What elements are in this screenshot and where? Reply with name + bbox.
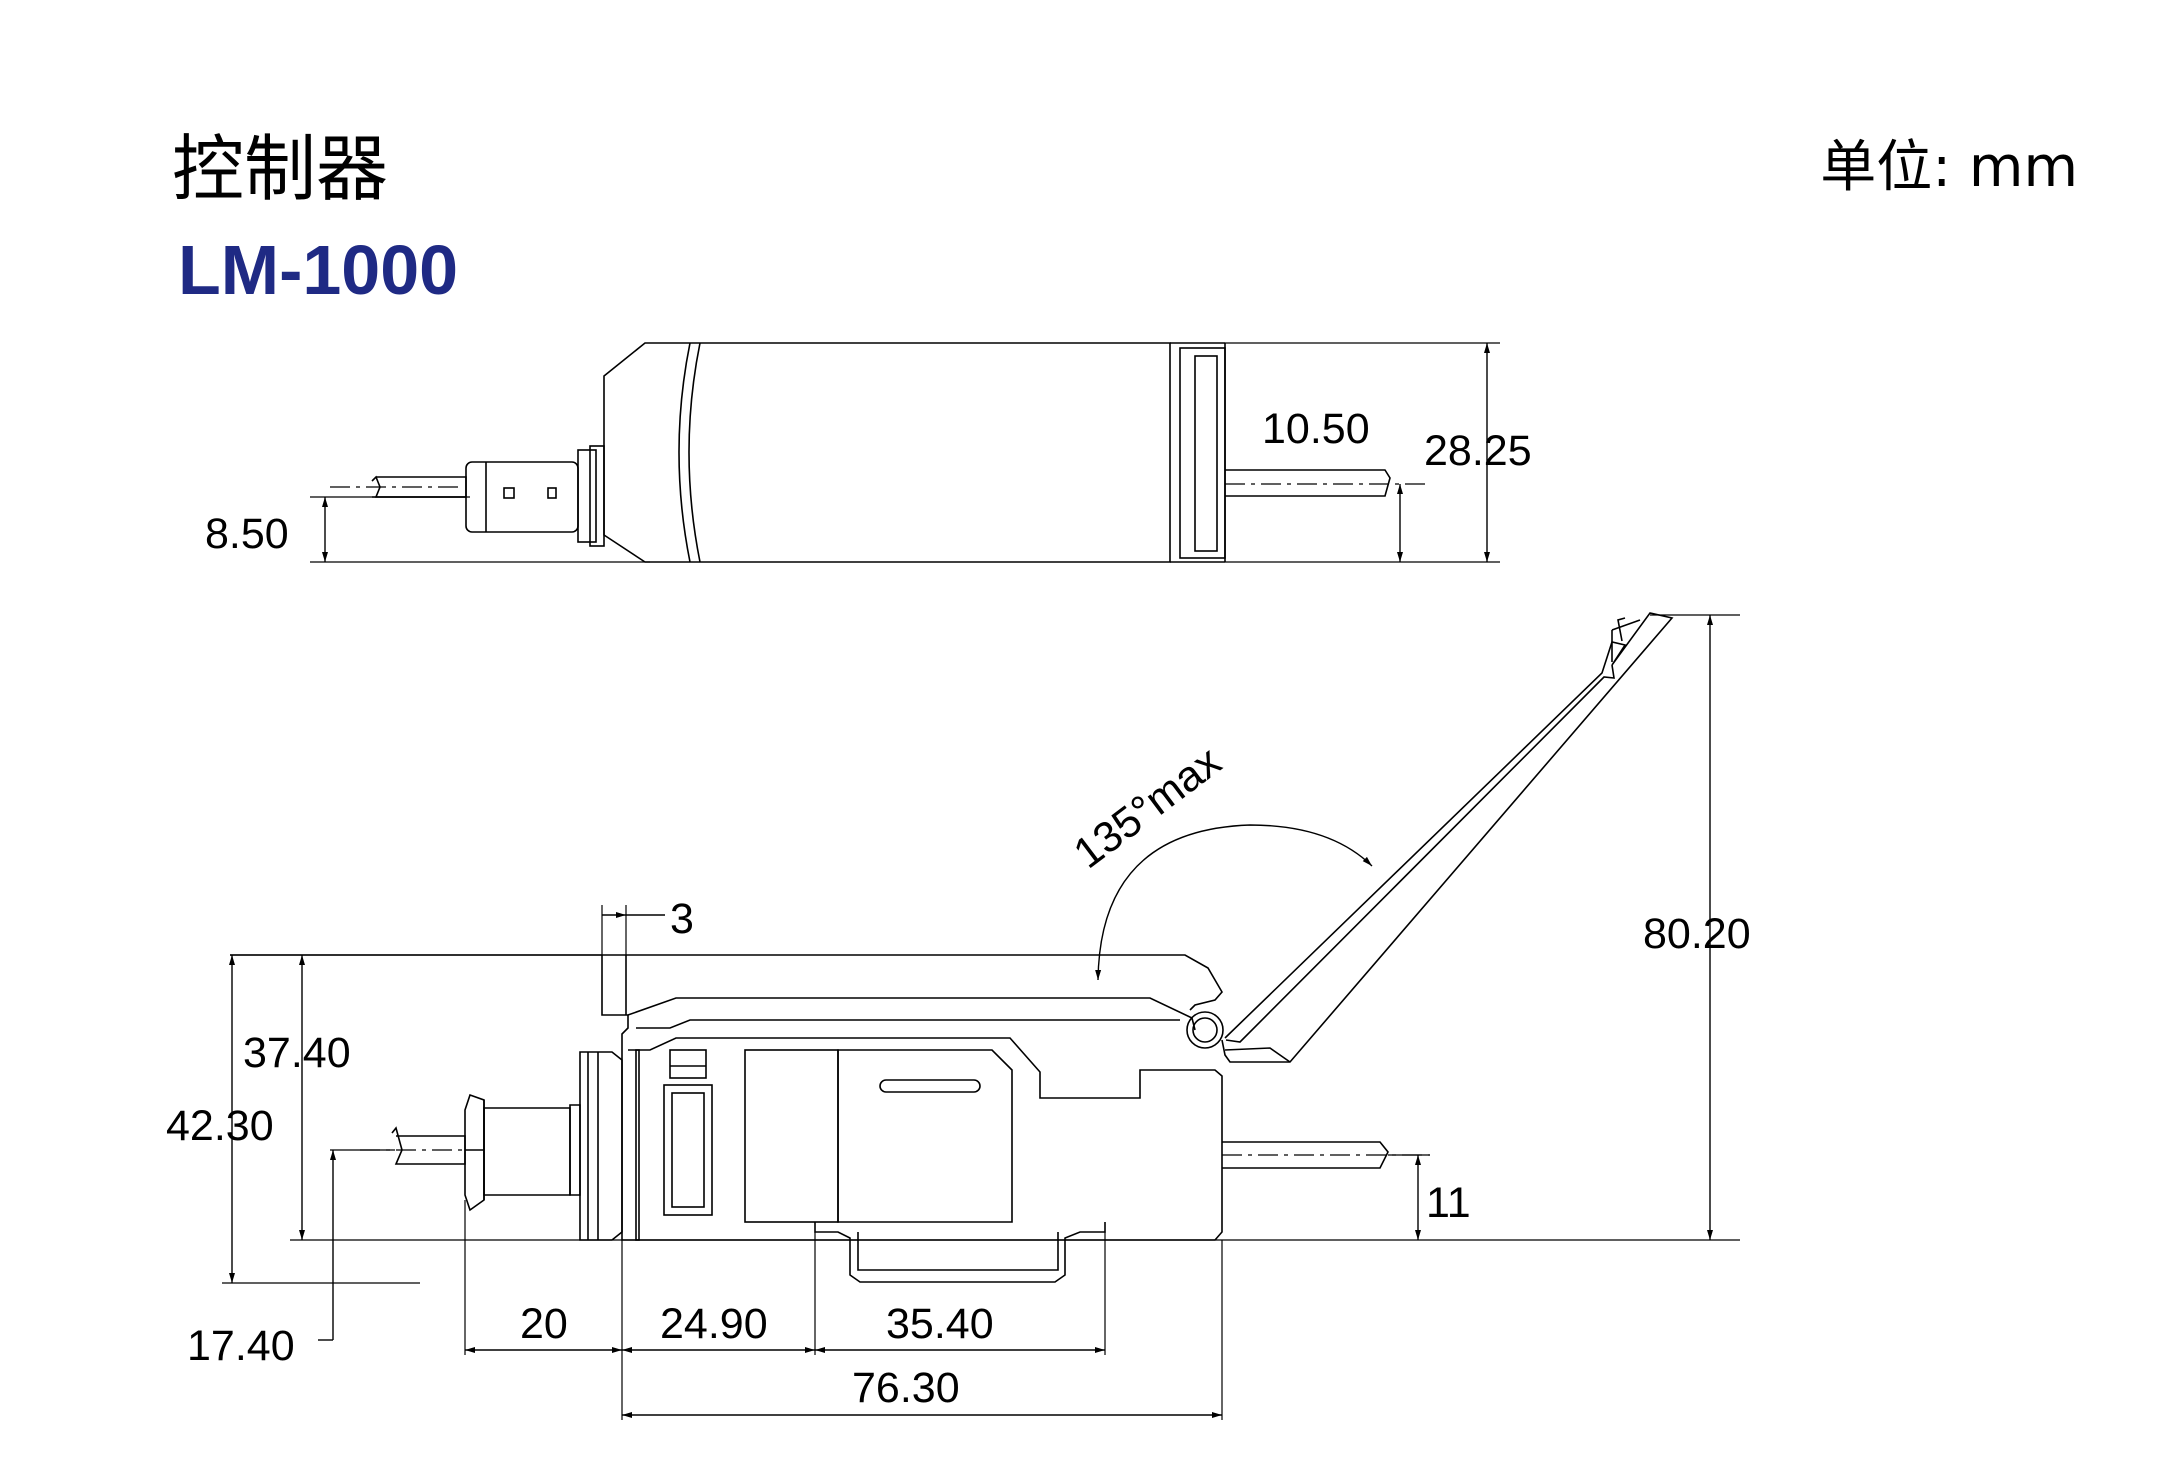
dim-top-offset: 10.50	[1262, 405, 1370, 453]
page-title: 控制器	[172, 127, 389, 211]
model-name: LM-1000	[178, 231, 459, 309]
dim-total-length: 76.30	[852, 1364, 960, 1412]
dim-body-height: 37.40	[243, 1029, 351, 1077]
dim-connector-length: 20	[520, 1300, 568, 1348]
dim-section-b: 35.40	[886, 1300, 994, 1348]
dim-cable-height-front: 17.40	[187, 1322, 295, 1370]
dim-cable-right-height: 11	[1426, 1179, 1471, 1227]
side-view	[222, 612, 1740, 1420]
dim-thickness: 3	[670, 895, 694, 943]
dim-top-height: 28.25	[1424, 427, 1532, 475]
dim-cable-height-top: 8.50	[205, 510, 289, 558]
top-view	[310, 342, 1500, 563]
dim-total-height-open: 80.20	[1643, 910, 1751, 958]
dim-total-height: 42.30	[166, 1102, 274, 1150]
unit-label: 单位: mm	[1820, 135, 2078, 200]
dim-section-a: 24.90	[660, 1300, 768, 1348]
